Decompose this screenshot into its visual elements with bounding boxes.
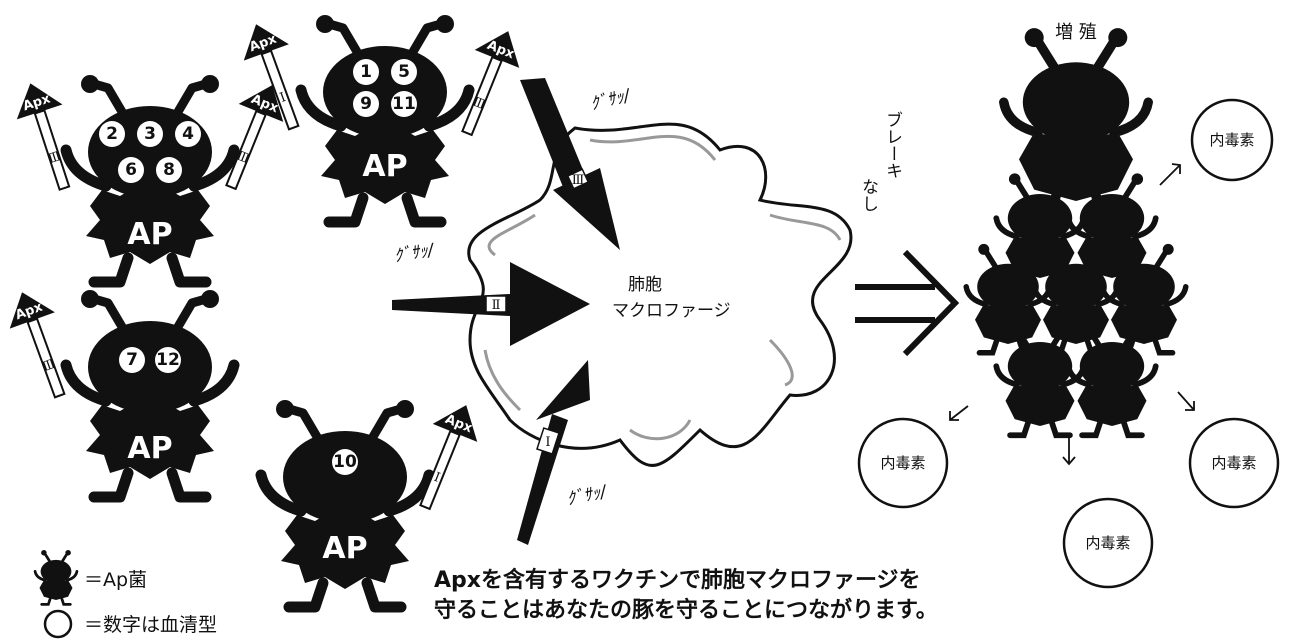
svg-text:なし: なし xyxy=(858,178,878,212)
svg-text:Ⅲ: Ⅲ xyxy=(234,149,251,168)
svg-text:ブレーキ: ブレーキ xyxy=(882,111,902,179)
endotoxin-left: 内毒素 xyxy=(857,417,949,509)
serotype-12: 12 xyxy=(156,350,180,370)
proliferation-label: 増 殖 xyxy=(1055,21,1097,43)
svg-text:内毒素: 内毒素 xyxy=(880,454,925,472)
legend-bacterium-icon xyxy=(33,548,79,606)
apx-flag-1a: Ⅲ Apx xyxy=(16,83,71,191)
svg-text:Ⅲ: Ⅲ xyxy=(572,173,585,188)
message-line-2: 守ることはあなたの豚を守ることにつながります。 xyxy=(434,597,938,623)
serotype-11: 11 xyxy=(392,94,416,114)
svg-text:Ⅲ: Ⅲ xyxy=(470,95,487,114)
legend-bacterium-text: ＝Ap菌 xyxy=(84,569,147,591)
svg-text:Ⅲ: Ⅲ xyxy=(46,149,63,167)
svg-text:Ⅰ: Ⅰ xyxy=(545,435,550,450)
serotype-8: 8 xyxy=(163,160,175,180)
double-arrow xyxy=(855,249,960,357)
serotype-9: 9 xyxy=(360,94,372,114)
apx-flag-2b: Ⅲ Apx xyxy=(461,31,520,137)
ap-label: AP xyxy=(322,531,367,566)
attack-arrow-top: Ⅲ xyxy=(520,78,620,250)
sound-effect-2: ｸﾞｻｯ/ xyxy=(392,240,437,267)
ap-label: AP xyxy=(362,149,407,184)
endotoxin-arrows xyxy=(949,163,1195,466)
legend: ＝Ap菌 ＝数字は血清型 xyxy=(33,548,217,639)
bacterium-2: 1 5 9 11 AP xyxy=(301,15,469,222)
serotype-4: 4 xyxy=(182,124,194,144)
ap-label: AP xyxy=(127,217,172,252)
svg-text:Ⅰ: Ⅰ xyxy=(432,470,442,486)
attack-arrow-bottom: Ⅰ xyxy=(517,360,590,545)
legend-circle-text: ＝数字は血清型 xyxy=(84,614,217,636)
bacterium-4: 10 AP xyxy=(261,400,429,607)
svg-text:内毒素: 内毒素 xyxy=(1085,534,1130,552)
bacterium-1: 2 3 4 6 8 AP xyxy=(66,75,234,282)
macrophage: 肺胞 マクロファージ xyxy=(467,122,853,467)
macrophage-label-2: マクロファージ xyxy=(612,301,731,321)
apx-flag-3: Ⅲ Apx xyxy=(9,292,66,399)
sound-effect-1: ｸﾞｻｯ/ xyxy=(588,85,634,115)
svg-text:Ⅰ: Ⅰ xyxy=(278,90,288,106)
svg-text:Ⅲ: Ⅲ xyxy=(40,357,57,375)
serotype-6: 6 xyxy=(125,160,137,180)
legend-circle-icon xyxy=(43,609,73,639)
bacterium-3: 7 12 AP xyxy=(66,290,234,497)
ap-label: AP xyxy=(127,431,172,466)
serotype-2: 2 xyxy=(106,124,118,144)
macrophage-label-1: 肺胞 xyxy=(628,275,662,295)
svg-text:内毒素: 内毒素 xyxy=(1211,454,1256,472)
svg-text:Ⅱ: Ⅱ xyxy=(492,298,501,313)
serotype-5: 5 xyxy=(398,62,410,82)
endotoxin-bottom: 内毒素 xyxy=(1062,497,1154,589)
sound-effect-3: ｸﾞｻｯ/ xyxy=(565,482,610,510)
proliferation-cluster xyxy=(966,28,1186,435)
serotype-3: 3 xyxy=(144,124,156,144)
apx-flag-1b: Ⅲ Apx xyxy=(225,85,284,191)
serotype-7: 7 xyxy=(126,350,138,370)
serotype-10: 10 xyxy=(333,452,357,472)
apx-flag-2a: Ⅰ Apx xyxy=(243,24,300,131)
no-brake-label: ブレーキ なし xyxy=(858,111,902,212)
serotype-1: 1 xyxy=(360,62,372,82)
svg-text:内毒素: 内毒素 xyxy=(1209,131,1254,149)
endotoxin-right: 内毒素 xyxy=(1188,417,1280,509)
endotoxin-top-right: 内毒素 xyxy=(1190,98,1274,182)
attack-arrow-middle: Ⅱ xyxy=(392,262,590,346)
message-line-1: Apxを含有するワクチンで肺胞マクロファージを xyxy=(434,567,921,593)
